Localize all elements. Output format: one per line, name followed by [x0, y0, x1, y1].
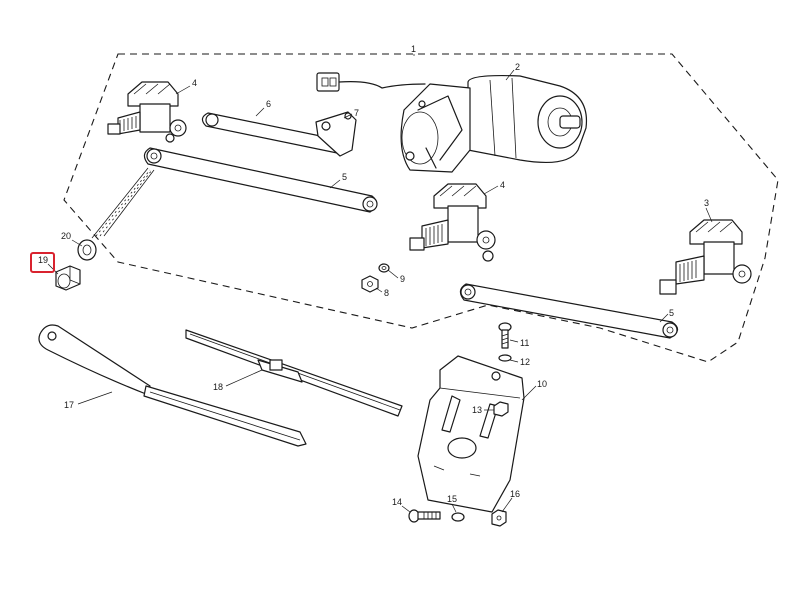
part-7-crank-arm[interactable] — [315, 111, 357, 157]
callout-11: 11 — [520, 338, 529, 348]
part-3-wheelbox-right[interactable] — [659, 219, 752, 295]
callout-14: 14 — [392, 497, 402, 507]
part-4-wheelbox-center[interactable] — [409, 183, 496, 262]
callout-5a: 5 — [342, 172, 347, 182]
part-5-link-rod-lower[interactable] — [459, 283, 679, 339]
callout-19: 19 — [38, 255, 48, 265]
assembly-boundary-dashed — [63, 53, 779, 363]
callout-17: 17 — [64, 400, 74, 410]
part-16-nut[interactable] — [491, 509, 507, 527]
callout-12: 12 — [520, 357, 530, 367]
callout-15: 15 — [447, 494, 457, 504]
callout-4b: 4 — [500, 180, 505, 190]
callout-18: 18 — [213, 382, 223, 392]
cable-sleeve — [91, 167, 155, 239]
callout-6: 6 — [266, 99, 271, 109]
highlight-box-19 — [30, 252, 55, 273]
part-2-wiper-motor[interactable] — [316, 72, 588, 173]
callout-8: 8 — [384, 288, 389, 298]
part-15-washer[interactable] — [451, 512, 465, 522]
part-9-washer[interactable] — [378, 263, 390, 273]
callout-7: 7 — [354, 108, 359, 118]
callout-labels: 1 2 3 4 4 5 5 6 7 8 9 10 11 12 13 14 15 … — [38, 44, 709, 507]
part-17-wiper-arm[interactable] — [38, 324, 307, 447]
leader-lines — [47, 54, 713, 513]
callout-5b: 5 — [669, 308, 674, 318]
part-13-nut[interactable] — [493, 401, 509, 417]
part-14-bolt[interactable] — [408, 509, 441, 523]
part-20-grommet[interactable] — [77, 239, 97, 261]
callout-9: 9 — [400, 274, 405, 284]
callout-2: 2 — [515, 62, 520, 72]
part-19-spindle-nut[interactable] — [55, 265, 81, 291]
callout-13: 13 — [472, 405, 482, 415]
callout-16: 16 — [510, 489, 520, 499]
part-5-link-rod-upper[interactable] — [143, 147, 378, 213]
part-12-washer[interactable] — [498, 354, 512, 362]
callout-4a: 4 — [192, 78, 197, 88]
callout-10: 10 — [537, 379, 547, 389]
part-4-wheelbox-left[interactable] — [107, 81, 187, 143]
part-11-screw[interactable] — [498, 322, 512, 349]
part-10-mounting-bracket[interactable] — [417, 355, 525, 513]
callout-20: 20 — [61, 231, 71, 241]
callout-1: 1 — [411, 44, 416, 54]
part-8-nut[interactable] — [361, 275, 379, 293]
callout-3: 3 — [704, 198, 709, 208]
part-18-wiper-blade[interactable] — [185, 329, 403, 417]
